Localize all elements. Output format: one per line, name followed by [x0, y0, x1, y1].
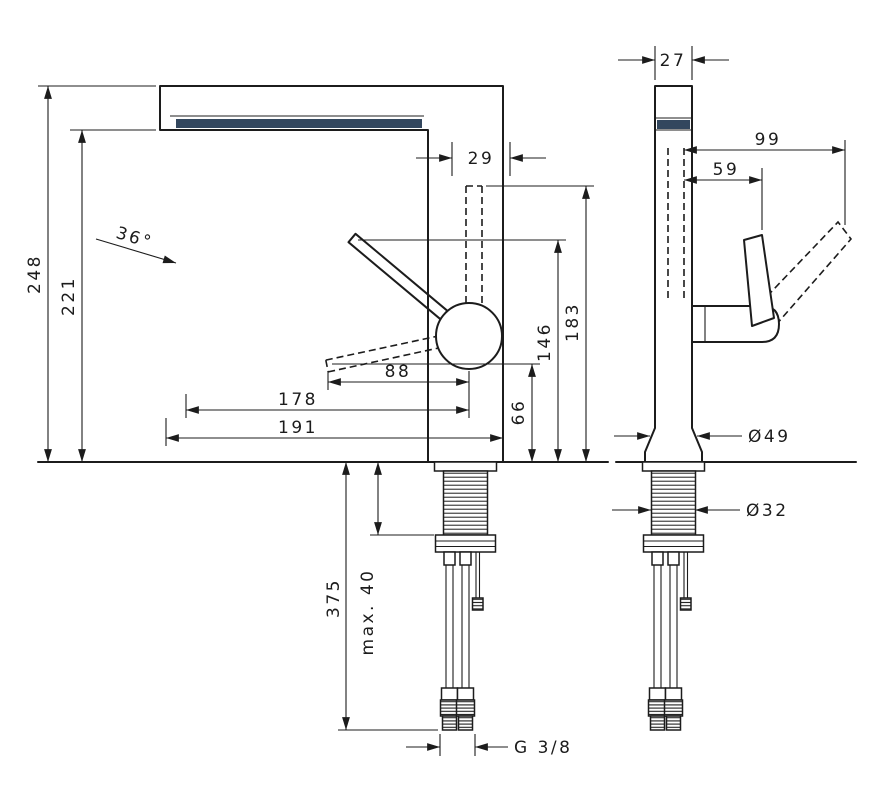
dim-146-label: 146 — [535, 322, 555, 362]
extension-line — [439, 734, 476, 756]
dim-178-label: 178 — [278, 390, 318, 410]
dim-max40-label: max. 40 — [358, 569, 378, 656]
dim-375-label: 375 — [324, 578, 344, 618]
dim-191-label: 191 — [278, 418, 318, 438]
side-view — [615, 85, 857, 731]
handle-lever-alt-dashed — [325, 332, 451, 373]
front-view — [37, 85, 609, 731]
spout-aerator-slot — [176, 119, 422, 128]
side-handle-alt-dashed — [751, 220, 853, 335]
cartridge-dashed-lines — [465, 185, 483, 303]
dim-59-label: 59 — [713, 160, 740, 180]
dim-66-label: 66 — [509, 399, 529, 426]
dimensions-front: 248 221 36° 29 183 146 66 88 178 191 375 — [25, 85, 594, 758]
dim-dia49-label: Ø49 — [748, 427, 791, 447]
side-aerator-slot — [657, 120, 690, 129]
dim-27-label: 27 — [660, 51, 687, 71]
dim-29-label: 29 — [468, 149, 495, 169]
dim-angle-label: 36° — [114, 223, 156, 253]
dim-248-label: 248 — [25, 254, 45, 294]
side-body-outline — [644, 85, 703, 463]
spout-body-outline — [159, 85, 504, 463]
dimensions-side: 27 99 59 Ø49 Ø32 — [612, 46, 846, 521]
dim-88-label: 88 — [385, 362, 412, 382]
dim-thread-label: G 3/8 — [514, 738, 572, 758]
handle-lever — [347, 232, 449, 321]
undermount-front — [433, 461, 498, 731]
dim-99-label: 99 — [755, 130, 782, 150]
dim-183-label: 183 — [563, 302, 583, 342]
undermount-side — [641, 461, 706, 731]
side-cartridge-dashed-lines — [667, 148, 685, 300]
dim-angle-leader — [95, 238, 177, 264]
side-handle-lever — [743, 234, 775, 327]
handle-pivot-circle — [435, 302, 503, 370]
dim-221-label: 221 — [59, 276, 79, 316]
dim-dia32-label: Ø32 — [746, 501, 789, 521]
